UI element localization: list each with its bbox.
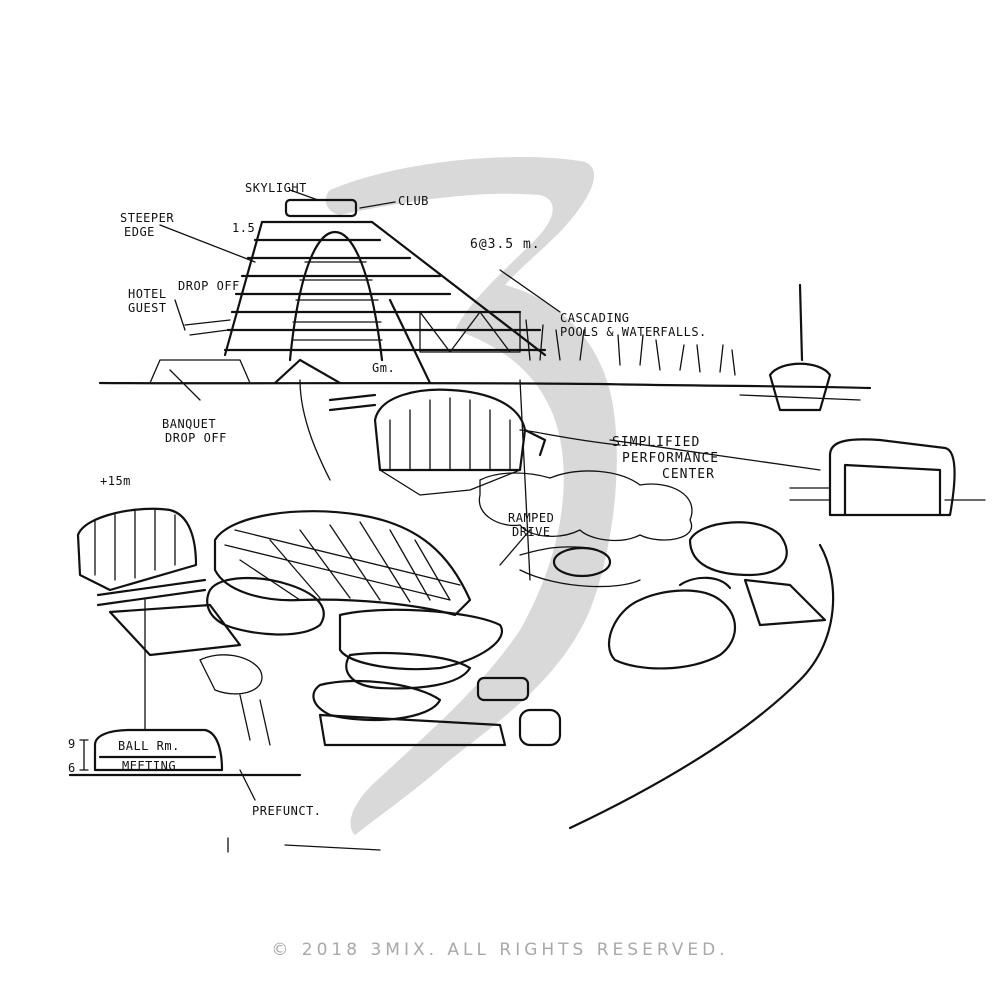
label-level-1-5: 1.5 (232, 221, 255, 235)
label-ramped: RAMPED (508, 511, 554, 525)
ballroom-block-sketch (76, 507, 242, 657)
section-detail-right (789, 438, 986, 517)
label-level-6: 6 (68, 761, 76, 775)
performance-center-sketch (328, 388, 547, 496)
right-pods-sketch (568, 543, 835, 830)
label-height-15m: +15m (100, 474, 131, 488)
label-pools-waterfalls: POOLS & WATERFALLS. (560, 325, 707, 339)
label-edge: EDGE (124, 225, 155, 239)
label-banquet-drop-off: DROP OFF (165, 431, 227, 445)
landscape-outline (478, 470, 788, 588)
label-level-9: 9 (68, 737, 76, 751)
label-drive: DRIVE (512, 525, 551, 539)
leader-lines (159, 189, 821, 581)
label-floor-spacing: 6@3.5 m. (470, 237, 541, 252)
hotel-plan-sketch (199, 510, 562, 747)
label-center: CENTER (662, 467, 715, 482)
label-drop-off: DROP OFF (178, 279, 240, 293)
sketch-annotations: SKYLIGHT CLUB STEEPER EDGE 1.5 6@3.5 m. … (68, 181, 719, 818)
label-prefunct: PREFUNCT. (252, 804, 322, 818)
label-performance: PERFORMANCE (622, 451, 719, 466)
label-hotel: HOTEL (128, 287, 167, 301)
label-cascading: CASCADING (560, 311, 630, 325)
copyright-footer: © 2018 3MIX. ALL RIGHTS RESERVED. (271, 940, 729, 960)
label-skylight: SKYLIGHT (245, 181, 307, 195)
label-club: CLUB (398, 194, 429, 208)
ballroom-section-sketch (68, 599, 302, 801)
label-gm: Gm. (372, 361, 395, 375)
label-banquet: BANQUET (162, 417, 216, 431)
ground-line (98, 359, 872, 390)
watermark-logo (325, 157, 617, 835)
label-guest: GUEST (128, 301, 167, 315)
sailboat (739, 283, 861, 412)
label-ballroom: BALL Rm. (118, 739, 180, 753)
bottom-strokes (227, 837, 381, 853)
label-simplified: SIMPLIFIED (612, 435, 700, 450)
hotel-tower-elevation (184, 198, 736, 385)
label-meeting: MEETING (122, 759, 176, 773)
label-steeper: STEEPER (120, 211, 174, 225)
